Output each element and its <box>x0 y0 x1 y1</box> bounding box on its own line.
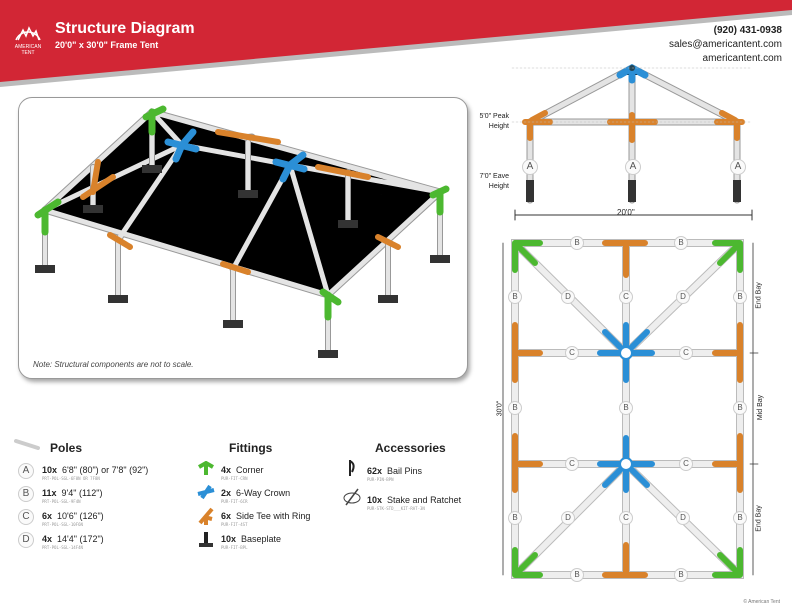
description: 6-Way Crown <box>236 488 291 498</box>
pole-item: 11x 9'4" (112")PRT-POL-SGL-9F4N <box>42 488 103 504</box>
quantity: 6x <box>42 511 53 521</box>
description: 10'6" (126") <box>57 511 104 521</box>
plan-pole-letter-d: D <box>561 290 575 304</box>
plan-pole-letter-c: C <box>565 346 579 360</box>
quantity: 10x <box>367 495 383 505</box>
quantity: 4x <box>221 465 232 475</box>
length-dimension: 30'0" <box>496 400 504 417</box>
header-banner <box>0 0 792 87</box>
quantity: 11x <box>42 488 57 498</box>
plan-pole-letter-d: D <box>676 290 690 304</box>
email-link[interactable]: sales@americantent.com <box>669 39 782 50</box>
eave-height-label: 7'0" Eave Height <box>479 173 509 190</box>
plan-pole-letter-b: B <box>570 568 584 582</box>
pole-letter-badge: B <box>18 486 34 502</box>
description: Stake and Ratchet <box>387 495 462 505</box>
pole-letter-a: A <box>522 159 538 175</box>
plan-pole-letter-b: B <box>674 236 688 250</box>
plan-pole-letter-b: B <box>674 568 688 582</box>
pole-item: 10x 6'8" (80") or 7'8" (92")PRT-POL-SGL-6… <box>42 465 148 481</box>
quantity: 10x <box>42 465 58 475</box>
pole-icon <box>14 439 40 450</box>
isometric-frame-diagram <box>34 105 450 358</box>
plan-pole-letter-c: C <box>679 457 693 471</box>
page-subtitle: 20'0" x 30'0" Frame Tent <box>55 40 159 50</box>
plan-pole-letter-d: D <box>676 511 690 525</box>
phone: (920) 431-0938 <box>713 25 782 36</box>
peak-height-label: 5'0" Peak Height <box>479 113 509 130</box>
pole-item: 6x 10'6" (126")PRT-POL-SGL-10F6N <box>42 511 104 527</box>
part-code: PRT-POL-SGL-10F6N <box>42 522 83 527</box>
corner-fitting-icon <box>198 461 214 475</box>
bay-label: End Bay <box>755 282 763 309</box>
scale-note: Note: Structural components are not to s… <box>33 360 194 369</box>
pole-letter-badge: A <box>18 463 34 479</box>
description: Baseplate <box>241 534 282 544</box>
plan-pole-letter-b: B <box>733 511 747 525</box>
description: Side Tee with Ring <box>236 511 311 521</box>
description: 9'4" (112") <box>61 488 103 498</box>
pole-letter-a: A <box>730 159 746 175</box>
plan-pole-letter-c: C <box>619 290 633 304</box>
description: Corner <box>236 465 264 475</box>
side-elevation-diagram <box>511 63 753 221</box>
description: Bail Pins <box>387 466 423 476</box>
pole-item: 4x 14'4" (172")PRT-POL-SGL-14F4N <box>42 534 104 550</box>
pole-letter-badge: C <box>18 509 34 525</box>
stake-ratchet-icon <box>343 488 361 506</box>
copyright: © American Tent <box>743 599 780 605</box>
plan-pole-letter-b: B <box>619 401 633 415</box>
plan-pole-letter-c: C <box>619 511 633 525</box>
crown-fitting-icon <box>197 484 215 500</box>
quantity: 62x <box>367 466 383 476</box>
plan-pole-letter-b: B <box>733 290 747 304</box>
plan-pole-letter-b: B <box>508 401 522 415</box>
part-code: PUR-FIT-4ST <box>221 522 248 527</box>
bay-label: End Bay <box>755 505 763 532</box>
fittings-heading: Fittings <box>229 441 273 455</box>
part-code: PUR-PIN-BPN <box>367 477 394 482</box>
part-code: PUR-FIT-CRN <box>221 476 248 481</box>
plan-pole-letter-c: C <box>565 457 579 471</box>
part-code: PRT-POL-SGL-14F4N <box>42 545 83 550</box>
website-link[interactable]: americantent.com <box>702 53 782 64</box>
part-code: PUR-FIT-6CR <box>221 499 248 504</box>
pole-letter-a: A <box>625 159 641 175</box>
width-dimension: 20'0" <box>617 208 635 217</box>
baseplate-icon <box>199 532 213 547</box>
part-code: PUR-STK-STD___KIT-RAT-3N <box>367 506 425 511</box>
logo-text: AMERICAN TENT <box>14 44 42 56</box>
quantity: 6x <box>221 511 232 521</box>
description: 14'4" (172") <box>57 534 104 544</box>
plan-pole-letter-b: B <box>570 236 584 250</box>
part-code: PUR-FIT-BPL <box>221 545 248 550</box>
poles-heading: Poles <box>50 441 83 455</box>
plan-pole-letter-b: B <box>508 290 522 304</box>
american-tent-logo: AMERICAN TENT <box>10 20 46 56</box>
plan-pole-letter-b: B <box>733 401 747 415</box>
accessories-heading: Accessories <box>375 441 446 455</box>
plan-pole-letter-b: B <box>508 511 522 525</box>
bail-pin-icon <box>349 460 355 476</box>
quantity: 4x <box>42 534 53 544</box>
description: 6'8" (80") or 7'8" (92") <box>62 465 149 475</box>
plan-pole-letter-c: C <box>679 346 693 360</box>
plan-pole-letter-d: D <box>561 511 575 525</box>
part-code: PRT-POL-SGL-6F8N OR 7F8N <box>42 476 100 481</box>
page-title: Structure Diagram <box>55 20 195 37</box>
quantity: 10x <box>221 534 237 544</box>
quantity: 2x <box>221 488 232 498</box>
bay-label: Mid Bay <box>757 394 765 421</box>
side-tee-fitting-icon <box>198 507 214 525</box>
part-code: PRT-POL-SGL-9F4N <box>42 499 81 504</box>
contact-info: (920) 431-0938 sales@americantent.com am… <box>669 24 782 66</box>
pole-letter-badge: D <box>18 532 34 548</box>
